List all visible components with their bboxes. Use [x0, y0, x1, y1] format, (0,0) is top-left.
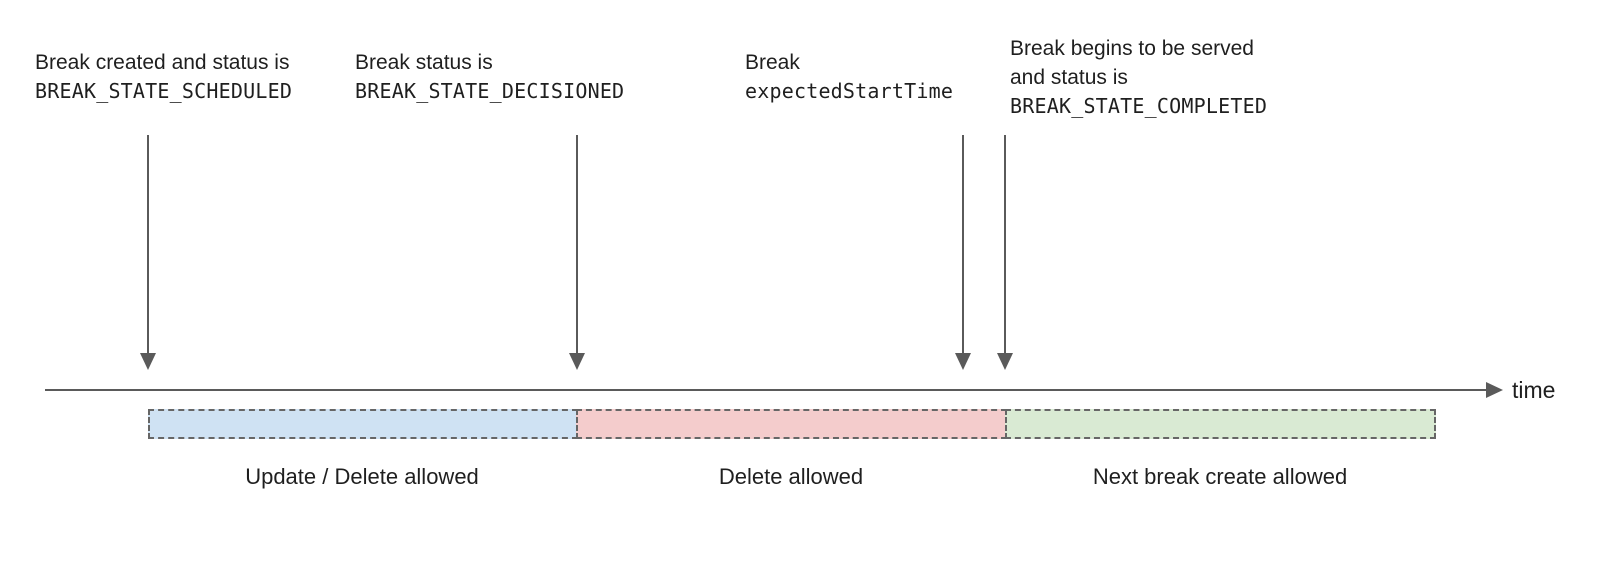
arrow-shaft: [147, 135, 149, 355]
annotation-code-line: expectedStartTime: [745, 79, 954, 103]
arrow-shaft: [962, 135, 964, 355]
segment-label-next-break: Next break create allowed: [1092, 464, 1348, 489]
segment-label-update-delete: Update / Delete allowed: [245, 464, 479, 489]
annotation-code-line: BREAK_STATE_COMPLETED: [1010, 94, 1268, 118]
annotation-line: Break begins to be served: [1010, 37, 1254, 60]
segment-delete-allowed: [576, 409, 1007, 439]
timeline-axis: [45, 389, 1488, 391]
arrow-shaft: [1004, 135, 1006, 355]
annotation-break-decisioned: Break status is BREAK_STATE_DECISIONED: [355, 48, 624, 106]
annotation-line: Break created and status is: [35, 51, 290, 74]
annotation-expected-start-time: Break expectedStartTime: [745, 48, 953, 106]
annotation-line: Break status is: [355, 51, 493, 74]
annotation-code-line: BREAK_STATE_DECISIONED: [355, 79, 625, 103]
arrowhead-icon: [569, 353, 585, 370]
arrowhead-icon: [140, 353, 156, 370]
annotation-line: and status is: [1010, 66, 1128, 89]
arrow-shaft: [576, 135, 578, 355]
time-axis-label: time: [1512, 377, 1556, 403]
annotation-break-completed: Break begins to be served and status is …: [1010, 34, 1267, 121]
timeline-arrowhead-icon: [1486, 382, 1503, 398]
annotation-line: Break: [745, 51, 800, 74]
segment-update-delete-allowed: [148, 409, 578, 439]
arrowhead-icon: [955, 353, 971, 370]
segment-label-delete: Delete allowed: [718, 464, 864, 489]
arrowhead-icon: [997, 353, 1013, 370]
annotation-break-scheduled: Break created and status is BREAK_STATE_…: [35, 48, 292, 106]
segment-next-break-create-allowed: [1005, 409, 1436, 439]
annotation-code-line: BREAK_STATE_SCHEDULED: [35, 79, 293, 103]
